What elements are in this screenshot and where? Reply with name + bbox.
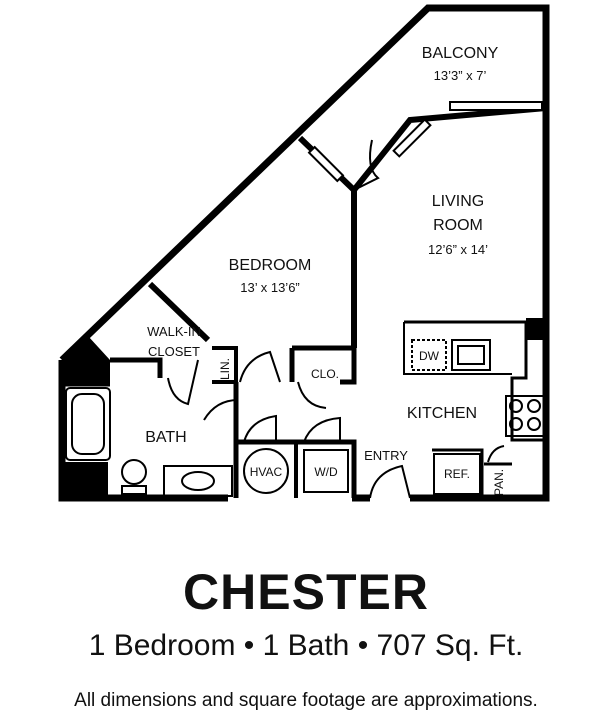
exterior-wall-right [410, 318, 550, 502]
toilet-tank [121, 485, 147, 495]
hvac-unit [243, 448, 289, 494]
bathtub-inner [71, 393, 105, 455]
plan-summary: 1 Bedroom • 1 Bath • 707 Sq. Ft. [88, 629, 524, 662]
balcony-label: BALCONY [422, 45, 499, 62]
bath-label: BATH [145, 429, 186, 446]
ref-wall [432, 448, 484, 498]
pan-door [487, 445, 505, 463]
balcony-dims: 13’3” x 7’ [434, 68, 487, 83]
kitchen-counter-inner [403, 322, 512, 375]
column-right [526, 318, 546, 340]
window-angled [392, 118, 432, 158]
walkin-label-line2: CLOSET [148, 344, 200, 359]
balcony-door [353, 139, 380, 191]
kitchen-sink [451, 339, 491, 371]
floor-plan: BALCONY 13’3” x 7’ LIVING ROOM 12’6” x 1… [58, 4, 550, 502]
ref-label: REF. [444, 467, 470, 481]
clo-door [297, 381, 327, 409]
sink-basin [181, 471, 215, 491]
clo-wall [292, 345, 357, 385]
stove [505, 395, 545, 437]
corner-column [62, 336, 110, 384]
entry-label: ENTRY [364, 448, 408, 463]
refrigerator [433, 453, 481, 495]
burner [509, 399, 523, 413]
bedroom-label: BEDROOM [229, 257, 312, 274]
dishwasher [411, 339, 447, 371]
burner [527, 417, 541, 431]
living-dims: 12’6” x 14’ [428, 242, 488, 257]
corner-column-bottom [62, 462, 108, 498]
living-label-line1: LIVING [432, 193, 484, 210]
exterior-wall [59, 4, 550, 363]
plan-name: CHESTER [183, 564, 429, 620]
entry-door [369, 464, 411, 499]
hvac-door [243, 414, 277, 443]
bedroom-dims: 13’ x 13’6” [240, 280, 300, 295]
kitchen-label: KITCHEN [407, 405, 477, 422]
vanity [163, 465, 233, 497]
lin-wall [212, 346, 238, 384]
dw-label: DW [419, 349, 440, 363]
kitchen-counter [404, 320, 546, 442]
lin-label: LIN. [218, 358, 232, 380]
disclaimer: All dimensions and square footage are ap… [74, 690, 538, 711]
closet-door [167, 359, 199, 406]
wd-unit [303, 449, 349, 493]
clo-label: CLO. [311, 367, 339, 381]
walkin-label-line1: WALK-IN [147, 324, 201, 339]
burner [509, 417, 523, 431]
kitchen-sink-inner [457, 345, 485, 365]
pan-label: PAN. [492, 469, 506, 496]
wd-door [303, 416, 341, 443]
bathtub [65, 387, 111, 461]
closet-bottom-wall [110, 357, 163, 378]
burner [527, 399, 541, 413]
hvac-label: HVAC [250, 465, 283, 479]
closet-wall [147, 281, 211, 343]
bedroom-door [239, 350, 281, 383]
window-balcony [449, 101, 543, 111]
toilet-bowl [121, 459, 147, 485]
window-bedroom [307, 145, 345, 183]
bath-door [203, 399, 239, 421]
wd-label: W/D [314, 465, 338, 479]
living-label-line2: ROOM [433, 217, 483, 234]
